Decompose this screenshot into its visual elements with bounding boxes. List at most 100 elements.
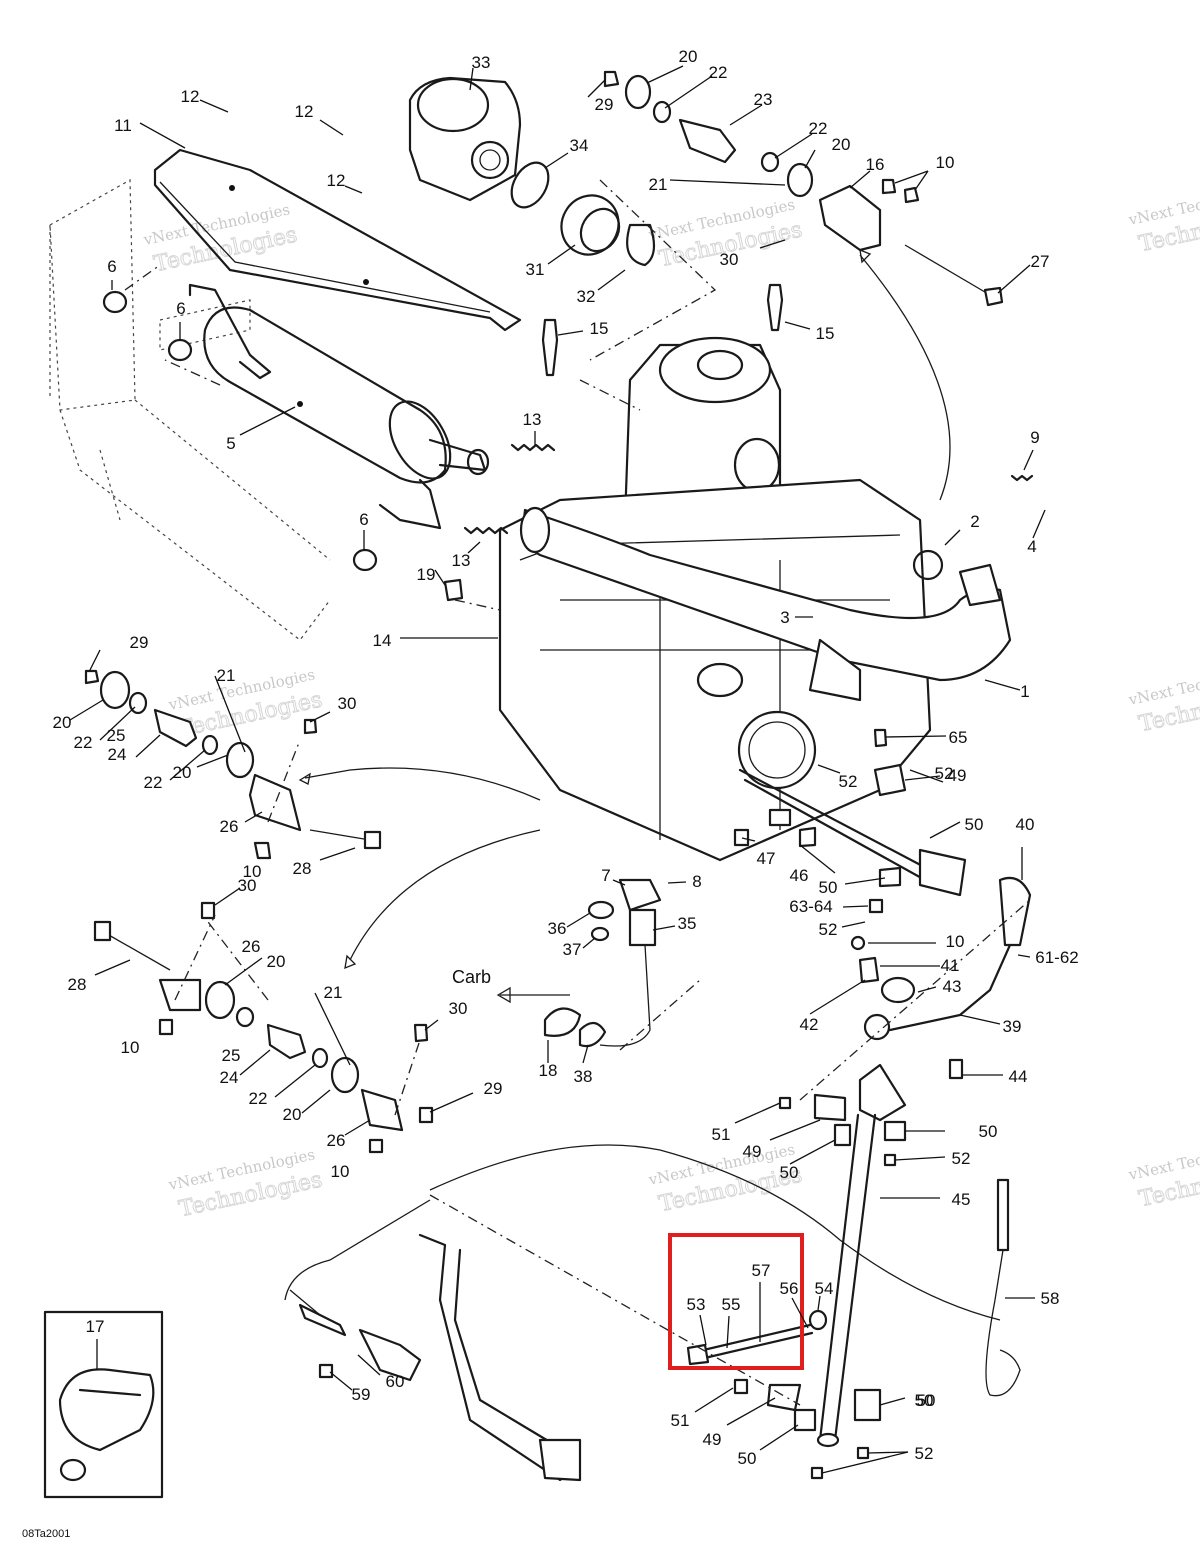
callout-label-23: 23 — [754, 90, 773, 109]
callout-label-21: 21 — [324, 983, 343, 1002]
callout-label-2: 2 — [970, 512, 979, 531]
callout-label-22: 22 — [809, 119, 828, 138]
callout-label-54: 54 — [815, 1279, 834, 1298]
callout-label-42: 42 — [800, 1015, 819, 1034]
callout-label-8: 8 — [692, 872, 701, 891]
callout-label-50: 50 — [915, 1391, 934, 1410]
callout-label-50: 50 — [819, 878, 838, 897]
callout-label-20: 20 — [832, 135, 851, 154]
callout-label-6: 6 — [359, 510, 368, 529]
callout-label-20: 20 — [679, 47, 698, 66]
callout-label-1: 1 — [1020, 682, 1029, 701]
callout-label-15: 15 — [590, 319, 609, 338]
callout-label-44: 44 — [1009, 1067, 1028, 1086]
figure-code: 08Ta2001 — [22, 1528, 70, 1540]
callout-label-50: 50 — [738, 1449, 757, 1468]
callout-label-49: 49 — [703, 1430, 722, 1449]
callout-label-6: 6 — [176, 299, 185, 318]
carb-direction-label: Carb — [452, 967, 491, 987]
callout-label-22: 22 — [144, 773, 163, 792]
callout-label-4: 4 — [1027, 537, 1036, 556]
callout-label-40: 40 — [1016, 815, 1035, 834]
callout-label-20: 20 — [283, 1105, 302, 1124]
callout-label-29: 29 — [484, 1079, 503, 1098]
callout-label-10: 10 — [946, 932, 965, 951]
callout-label-10: 10 — [936, 153, 955, 172]
callout-label-22: 22 — [709, 63, 728, 82]
callout-label-35: 35 — [678, 914, 697, 933]
callout-label-11: 11 — [114, 116, 132, 135]
callout-label-6: 6 — [107, 257, 116, 276]
callout-label-49: 49 — [743, 1142, 762, 1161]
callout-label-9: 9 — [1030, 428, 1039, 447]
callout-label-5: 5 — [226, 434, 235, 453]
callout-label-7: 7 — [601, 866, 610, 885]
callout-label-12: 12 — [327, 171, 346, 190]
callout-label-57: 57 — [752, 1261, 771, 1280]
callout-label-25: 25 — [222, 1046, 241, 1065]
callout-label-20: 20 — [267, 952, 286, 971]
callout-label-31: 31 — [526, 260, 545, 279]
callout-label-37: 37 — [563, 940, 582, 959]
callout-label-50: 50 — [979, 1122, 998, 1141]
callout-label-10: 10 — [243, 862, 262, 881]
callout-label-53: 53 — [687, 1295, 706, 1314]
callout-label-45: 45 — [952, 1190, 971, 1209]
callout-label-25: 25 — [107, 726, 126, 745]
callout-label-30: 30 — [720, 250, 739, 269]
callout-label-26: 26 — [220, 817, 239, 836]
callout-label-10: 10 — [331, 1162, 350, 1181]
callout-label-61-62: 61-62 — [1035, 948, 1078, 967]
callout-label-30: 30 — [449, 999, 468, 1018]
callout-label-36: 36 — [548, 919, 567, 938]
callout-label-10: 10 — [121, 1038, 140, 1057]
callout-label-49: 49 — [948, 766, 967, 785]
callout-label-63-64: 63-64 — [789, 897, 832, 916]
callout-label-52: 52 — [935, 764, 954, 783]
callout-label-29: 29 — [130, 633, 149, 652]
callout-label-18: 18 — [539, 1061, 558, 1080]
callout-label-50: 50 — [780, 1163, 799, 1182]
highlight-box — [668, 1233, 804, 1370]
callout-label-56: 56 — [780, 1279, 799, 1298]
callout-label-43: 43 — [943, 977, 962, 996]
callout-label-13: 13 — [523, 410, 542, 429]
callout-label-20: 20 — [53, 713, 72, 732]
callout-label-58: 58 — [1041, 1289, 1060, 1308]
callout-label-50: 50 — [917, 1391, 936, 1410]
callout-label-22: 22 — [74, 733, 93, 752]
callout-label-34: 34 — [570, 136, 589, 155]
callout-label-30: 30 — [338, 694, 357, 713]
callout-label-51: 51 — [671, 1411, 690, 1430]
callout-label-28: 28 — [293, 859, 312, 878]
callout-label-38: 38 — [574, 1067, 593, 1086]
callout-label-52: 52 — [839, 772, 858, 791]
callout-label-26: 26 — [327, 1131, 346, 1150]
callout-label-28: 28 — [68, 975, 87, 994]
callout-label-30: 30 — [238, 876, 257, 895]
callout-label-12: 12 — [295, 102, 314, 121]
callout-label-24: 24 — [220, 1068, 239, 1087]
callout-label-12: 12 — [181, 87, 200, 106]
callout-label-15: 15 — [816, 324, 835, 343]
callout-label-20: 20 — [173, 763, 192, 782]
callout-label-22: 22 — [249, 1089, 268, 1108]
callout-label-41: 41 — [941, 956, 960, 975]
callout-label-21: 21 — [217, 666, 236, 685]
line-art — [43, 70, 1034, 1499]
callout-label-26: 26 — [242, 937, 261, 956]
callout-label-24: 24 — [108, 745, 127, 764]
leader-lines — [69, 65, 1046, 1474]
callout-label-33: 33 — [472, 53, 491, 72]
callout-label-55: 55 — [722, 1295, 741, 1314]
callout-label-51: 51 — [712, 1125, 731, 1144]
callout-label-21: 21 — [649, 175, 668, 194]
callout-label-52: 52 — [952, 1149, 971, 1168]
callout-label-47: 47 — [757, 849, 776, 868]
callout-label-46: 46 — [790, 866, 809, 885]
callout-label-3: 3 — [780, 608, 789, 627]
callout-label-29: 29 — [595, 95, 614, 114]
